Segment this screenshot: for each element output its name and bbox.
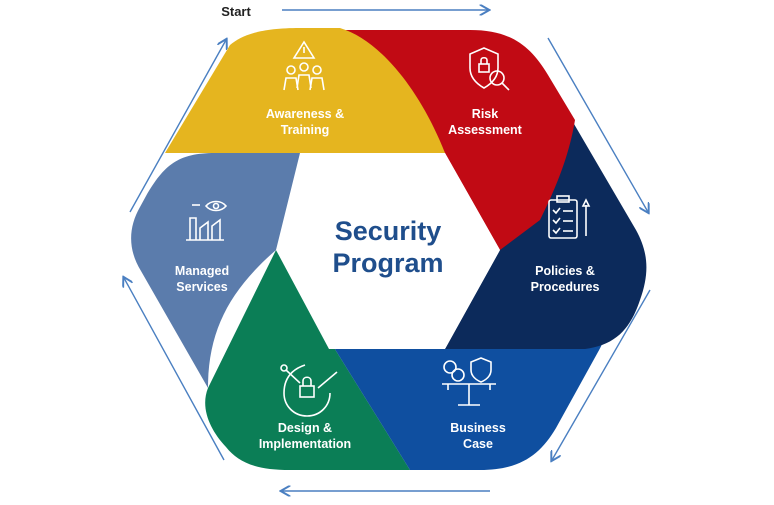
label-awareness-line2: Training: [281, 123, 330, 137]
label-policies-line2: Procedures: [531, 280, 600, 294]
clipboard-checklist-icon: [548, 195, 591, 239]
people-warning-icon: [283, 40, 325, 91]
flow-arrow-upper-left: [129, 40, 226, 213]
label-design-line2: Implementation: [259, 437, 351, 451]
segment-awareness-training[interactable]: [165, 28, 445, 153]
flow-arrow-upper-right: [547, 37, 648, 212]
balance-scale-icon: [442, 357, 496, 406]
segment-managed-services[interactable]: [131, 153, 300, 388]
label-managed-line1: Managed: [175, 264, 229, 278]
factory-eye-icon: [186, 200, 228, 241]
center-hexagon: [276, 153, 500, 349]
lock-tools-icon: [280, 364, 338, 417]
label-policies-line1: Policies &: [535, 264, 595, 278]
label-business-line1: Business: [450, 421, 506, 435]
label-managed-line2: Services: [176, 280, 227, 294]
shield-search-icon: [469, 47, 510, 91]
label-awareness-line1: Awareness &: [266, 107, 344, 121]
label-risk-line1: Risk: [472, 107, 498, 121]
label-design-line1: Design &: [278, 421, 332, 435]
segment-design-implementation[interactable]: [205, 250, 410, 470]
flow-arrow-lower-right: [552, 289, 651, 460]
center-title-line1: Security: [335, 216, 442, 246]
label-risk-line2: Assessment: [448, 123, 522, 137]
center-title-line2: Program: [332, 248, 443, 278]
start-label: Start: [221, 4, 251, 19]
label-business-line2: Case: [463, 437, 493, 451]
flow-arrow-lower-left: [124, 278, 225, 461]
flow-arrows: [124, 10, 651, 491]
